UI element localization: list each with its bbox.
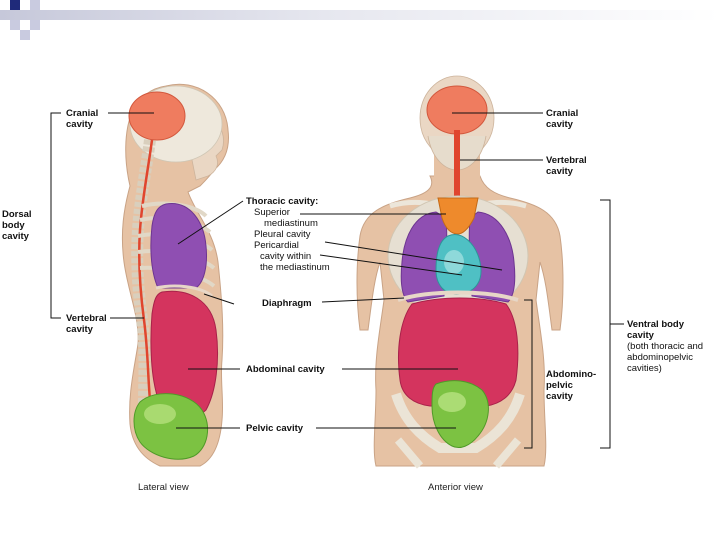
label-ventral-body-cavity: Ventral body cavity (both thoracic and a… (627, 319, 703, 374)
label-abdominopelvic-cavity: Abdomino- pelvic cavity (546, 369, 596, 402)
caption-anterior-view: Anterior view (428, 482, 483, 493)
lateral-cranial-cavity (129, 92, 185, 140)
anterior-vertebral-cavity (454, 130, 460, 196)
caption-lateral-view: Lateral view (138, 482, 189, 493)
label-abdominal-cavity: Abdominal cavity (246, 364, 325, 375)
lateral-pelvic-highlight (144, 404, 176, 424)
label-thoracic-cavity: Thoracic cavity: Superior mediastinum Pl… (246, 196, 330, 273)
label-pelvic-cavity: Pelvic cavity (246, 423, 303, 434)
anterior-pelvic-highlight (438, 392, 466, 412)
lateral-view-figure (122, 84, 228, 466)
label-dorsal-body-cavity: Dorsal body cavity (2, 209, 32, 242)
dorsal-bracket (51, 113, 61, 318)
anterior-cranial-cavity (427, 86, 487, 134)
ventral-bracket (600, 200, 610, 448)
label-diaphragm: Diaphragm (262, 298, 312, 309)
